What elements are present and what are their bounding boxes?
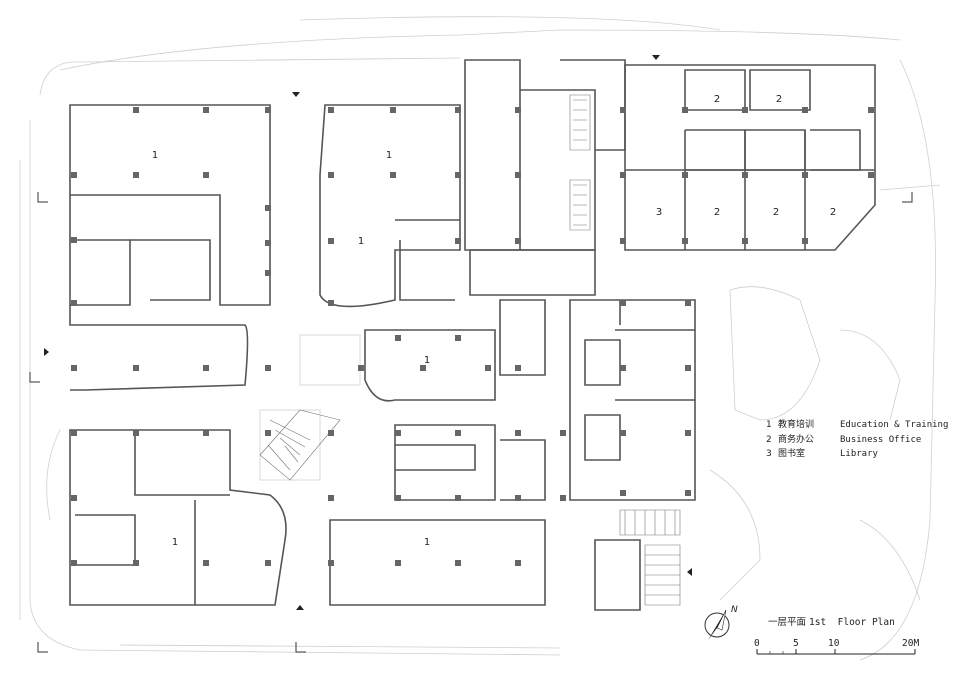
legend-cn-label: 图书室: [778, 449, 806, 459]
scale-tick-0: 0: [754, 638, 760, 649]
room-education-center-n: 1: [358, 236, 364, 247]
site-context-lines: [19, 16, 941, 661]
room-office-ne1: 2: [714, 94, 720, 105]
room-office-e2: 2: [773, 207, 779, 218]
room-education-center: 1: [424, 355, 430, 366]
legend-item-business: 2 商务办公 Business Office: [766, 433, 948, 448]
legend-item-education: 1 教育培训 Education & Training: [766, 418, 948, 433]
room-education-s: 1: [424, 537, 430, 548]
north-arrow-icon: N: [704, 605, 738, 640]
plan-title-en: 1st Floor Plan: [809, 617, 895, 628]
legend-en-label: Education & Training: [840, 420, 949, 430]
room-education-sw: 1: [172, 537, 178, 548]
plan-title: 一层平面 1st Floor Plan: [768, 614, 895, 628]
legend-en-label: Library: [840, 449, 878, 459]
scale-tick-10: 10: [828, 638, 840, 649]
structural-columns: [71, 107, 874, 566]
legend-num: 2: [766, 434, 772, 445]
room-education-nw: 1: [152, 150, 158, 161]
room-education-n: 1: [386, 150, 392, 161]
entrance-arrows: [44, 55, 692, 610]
scale-bar: [756, 649, 916, 655]
legend-cn-label: 教育培训: [778, 420, 815, 430]
scale-tick-20: 20M: [902, 638, 920, 649]
building-walls: [69, 59, 876, 611]
corner-markers: [29, 192, 913, 653]
legend-num: 1: [766, 420, 772, 430]
legend-en-label: Business Office: [840, 434, 922, 445]
room-library: 3: [656, 207, 662, 218]
legend-num: 3: [766, 449, 772, 459]
scale-tick-5: 5: [793, 638, 799, 649]
room-office-e1: 2: [714, 207, 720, 218]
stair-hatching: [259, 94, 681, 606]
room-office-e3: 2: [830, 207, 836, 218]
plan-title-cn: 一层平面: [768, 617, 807, 628]
legend: 1 教育培训 Education & Training 2 商务办公 Busin…: [766, 418, 948, 462]
north-label: N: [731, 605, 738, 615]
room-office-ne2: 2: [776, 94, 782, 105]
legend-cn-label: 商务办公: [778, 434, 815, 445]
legend-item-library: 3 图书室 Library: [766, 447, 948, 462]
